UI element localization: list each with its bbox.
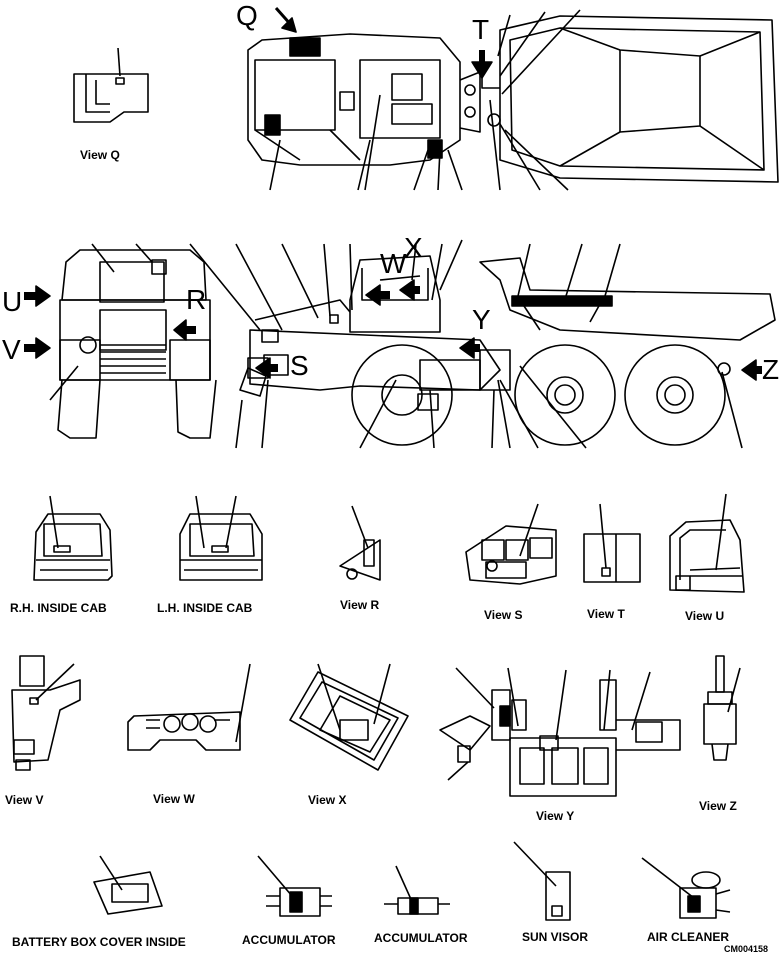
- view-s-drawing: [465, 503, 557, 585]
- view-letter-w: W: [380, 248, 407, 279]
- rh-inside-cab-drawing: [33, 495, 113, 581]
- caption-view-v: View V: [5, 793, 44, 807]
- view-letter-r: R: [186, 284, 207, 315]
- caption-rh-inside-cab: R.H. INSIDE CAB: [10, 601, 107, 615]
- truck-top-view: [247, 7, 779, 191]
- view-letter-q: Q: [236, 0, 258, 31]
- caption-view-q: View Q: [80, 148, 120, 162]
- view-z-drawing: [703, 655, 741, 761]
- view-letter-y: Y: [472, 304, 491, 335]
- view-y-drawing: [439, 667, 681, 797]
- view-v-drawing: [11, 655, 81, 771]
- accumulator-2-drawing: [384, 865, 450, 915]
- caption-accumulator-2: ACCUMULATOR: [374, 931, 468, 945]
- battery-box-drawing: [93, 855, 163, 915]
- caption-view-t: View T: [587, 607, 625, 621]
- caption-view-u: View U: [685, 609, 725, 623]
- air-cleaner-drawing: [641, 857, 731, 919]
- truck-front-view: [24, 243, 217, 439]
- caption-view-s: View S: [484, 608, 523, 622]
- view-letter-s: S: [290, 350, 309, 381]
- view-letter-t: T: [472, 14, 490, 45]
- view-letter-u: U: [2, 286, 23, 317]
- view-r-drawing: [339, 505, 381, 581]
- view-q-drawing: [73, 47, 149, 123]
- caption-accumulator-1: ACCUMULATOR: [242, 933, 336, 947]
- view-letter-z: Z: [762, 354, 780, 385]
- caption-lh-inside-cab: L.H. INSIDE CAB: [157, 601, 253, 615]
- caption-battery-box: BATTERY BOX COVER INSIDE: [12, 935, 186, 949]
- caption-view-x: View X: [308, 793, 347, 807]
- view-u-drawing: [669, 493, 745, 593]
- view-x-drawing: [289, 663, 409, 771]
- caption-view-y: View Y: [536, 809, 575, 823]
- view-w-drawing: [127, 663, 251, 751]
- sun-visor-drawing: [513, 841, 571, 921]
- view-letter-v: V: [2, 334, 21, 365]
- lh-inside-cab-drawing: [179, 495, 263, 581]
- view-t-drawing: [583, 503, 641, 583]
- accumulator-1-drawing: [257, 855, 332, 917]
- caption-view-r: View R: [340, 598, 380, 612]
- caption-sun-visor: SUN VISOR: [522, 930, 589, 944]
- caption-air-cleaner: AIR CLEANER: [647, 930, 730, 944]
- view-letter-x: X: [404, 232, 423, 263]
- caption-view-z: View Z: [699, 799, 737, 813]
- drawing-code: CM004158: [724, 944, 769, 954]
- caption-view-w: View W: [153, 792, 195, 806]
- truck-side-view: [189, 239, 776, 449]
